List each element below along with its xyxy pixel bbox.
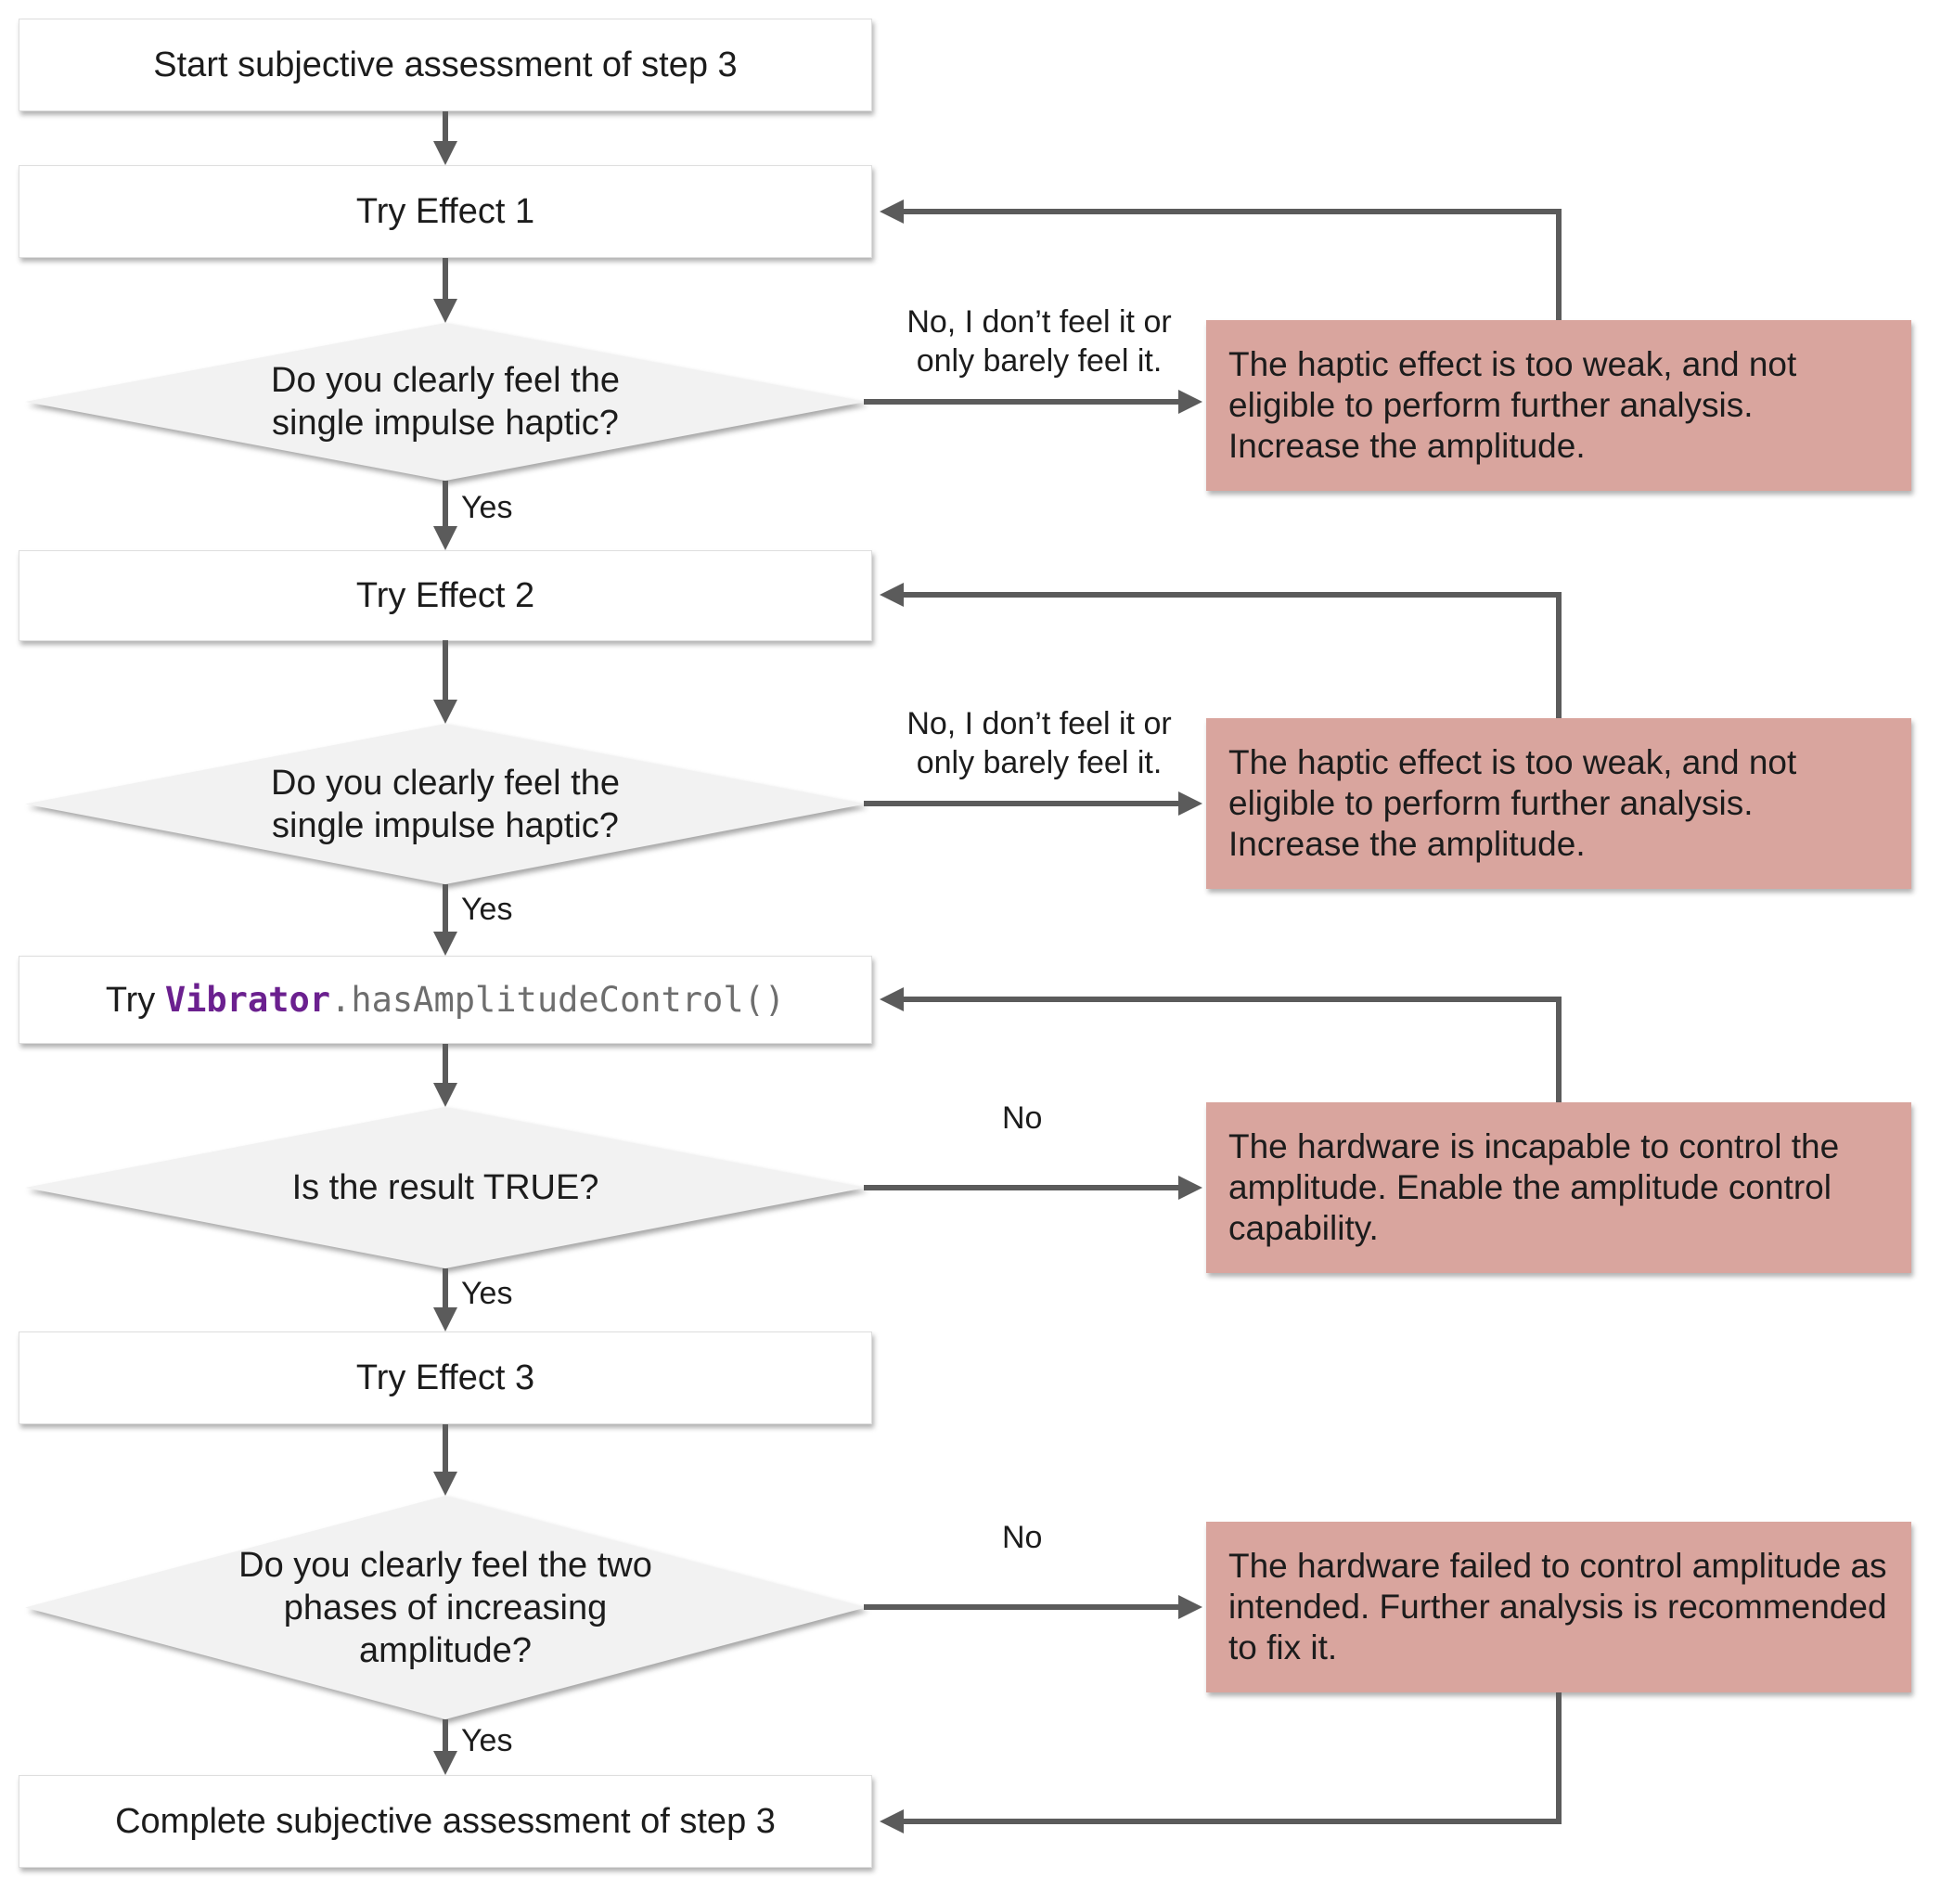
arrow-decision1-yes-head-icon [433,526,457,550]
decision-result-true-label: Is the result TRUE? [291,1168,599,1207]
start-node: Start subjective assessment of step 3 [19,19,872,111]
edge-label-yes-2: Yes [461,892,513,927]
api-check-node: Try Vibrator.hasAmplitudeControl() [19,956,872,1044]
arrow-start-to-effect1-head-icon [433,141,457,165]
outcome-incapable-amplitude: The hardware is incapable to control the… [1206,1102,1911,1273]
arrow-effect2-to-decision2-head-icon [433,700,457,724]
decision-feel-impulse-1: Do you clearly feel the single impulse h… [25,323,866,481]
connector-outcome2-horizontal [904,592,1562,598]
edge-label-no-4: No [1002,1520,1043,1555]
connector-outcome2-head-icon [880,583,904,607]
connector-outcome3-vertical [1556,997,1562,1102]
arrow-api-to-decision3-line [443,1044,448,1085]
arrow-effect1-to-decision1-head-icon [433,299,457,323]
decision-feel-impulse-2-label: Do you clearly feel the single impulse h… [271,763,620,845]
connector-outcome1-vertical [1556,209,1562,320]
complete-node: Complete subjective assessment of step 3 [19,1775,872,1868]
outcome-too-weak-2-text: The haptic effect is too weak, and not e… [1228,743,1797,863]
arrow-decision1-no-line [864,399,1178,405]
decision-result-true: Is the result TRUE? [25,1107,866,1268]
connector-outcome4-horizontal [904,1819,1562,1824]
arrow-decision4-yes-head-icon [433,1751,457,1775]
decision-feel-impulse-1-label: Do you clearly feel the single impulse h… [271,361,620,443]
outcome-failed-amplitude: The hardware failed to control amplitude… [1206,1522,1911,1692]
connector-outcome4-head-icon [880,1809,904,1833]
connector-outcome3-head-icon [880,987,904,1011]
outcome-too-weak-1: The haptic effect is too weak, and not e… [1206,320,1911,491]
arrow-effect3-to-decision4-line [443,1424,448,1473]
edge-label-yes-4: Yes [461,1723,513,1758]
arrow-decision2-yes-head-icon [433,932,457,956]
edge-label-no-2: No, I don’t feel it or only barely feel … [906,706,1172,780]
outcome-too-weak-1-text: The haptic effect is too weak, and not e… [1228,345,1797,465]
arrow-decision2-yes-line [443,884,448,933]
outcome-failed-amplitude-text: The hardware failed to control amplitude… [1228,1547,1887,1666]
arrow-effect2-to-decision2-line [443,640,448,701]
arrow-effect1-to-decision1-line [443,258,448,301]
decision-two-phases-label: Do you clearly feel the two phases of in… [238,1545,652,1670]
api-try-prefix: Try [105,980,165,1020]
outcome-too-weak-2: The haptic effect is too weak, and not e… [1206,718,1911,889]
arrow-decision4-yes-line [443,1719,448,1753]
decision-two-phases: Do you clearly feel the two phases of in… [25,1496,866,1719]
arrow-effect3-to-decision4-head-icon [433,1472,457,1496]
connector-outcome1-head-icon [880,199,904,224]
try-effect-3-node: Try Effect 3 [19,1332,872,1424]
edge-label-no-3: No [1002,1100,1043,1136]
arrow-decision3-yes-line [443,1268,448,1309]
api-class-name: Vibrator [164,979,331,1020]
try-effect-1-label: Try Effect 1 [355,191,535,231]
arrow-decision2-no-head-icon [1178,791,1202,816]
arrow-api-to-decision3-head-icon [433,1083,457,1107]
connector-outcome3-horizontal [904,997,1562,1002]
start-node-label: Start subjective assessment of step 3 [153,45,738,84]
arrow-decision3-no-line [864,1185,1178,1190]
arrow-decision1-no-head-icon [1178,390,1202,414]
connector-outcome4-vertical [1556,1692,1562,1824]
connector-outcome2-vertical [1556,592,1562,718]
arrow-decision4-no-head-icon [1178,1595,1202,1619]
try-effect-2-label: Try Effect 2 [355,575,535,615]
edge-label-yes-1: Yes [461,490,513,525]
connector-outcome1-horizontal [904,209,1562,214]
decision-feel-impulse-2: Do you clearly feel the single impulse h… [25,724,866,884]
edge-label-yes-3: Yes [461,1276,513,1311]
arrow-decision3-yes-head-icon [433,1307,457,1332]
try-effect-1-node: Try Effect 1 [19,165,872,258]
api-method-name: .hasAmplitudeControl() [330,979,786,1020]
try-effect-2-node: Try Effect 2 [19,550,872,641]
arrow-decision4-no-line [864,1604,1178,1610]
arrow-start-to-effect1-line [443,111,448,143]
arrow-decision3-no-head-icon [1178,1176,1202,1200]
arrow-decision2-no-line [864,801,1178,806]
edge-label-no-1: No, I don’t feel it or only barely feel … [906,304,1172,379]
complete-node-label: Complete subjective assessment of step 3 [115,1801,776,1841]
arrow-decision1-yes-line [443,481,448,528]
try-effect-3-label: Try Effect 3 [355,1357,535,1397]
api-check-label: Try Vibrator.hasAmplitudeControl() [106,980,785,1021]
outcome-incapable-amplitude-text: The hardware is incapable to control the… [1228,1127,1840,1247]
